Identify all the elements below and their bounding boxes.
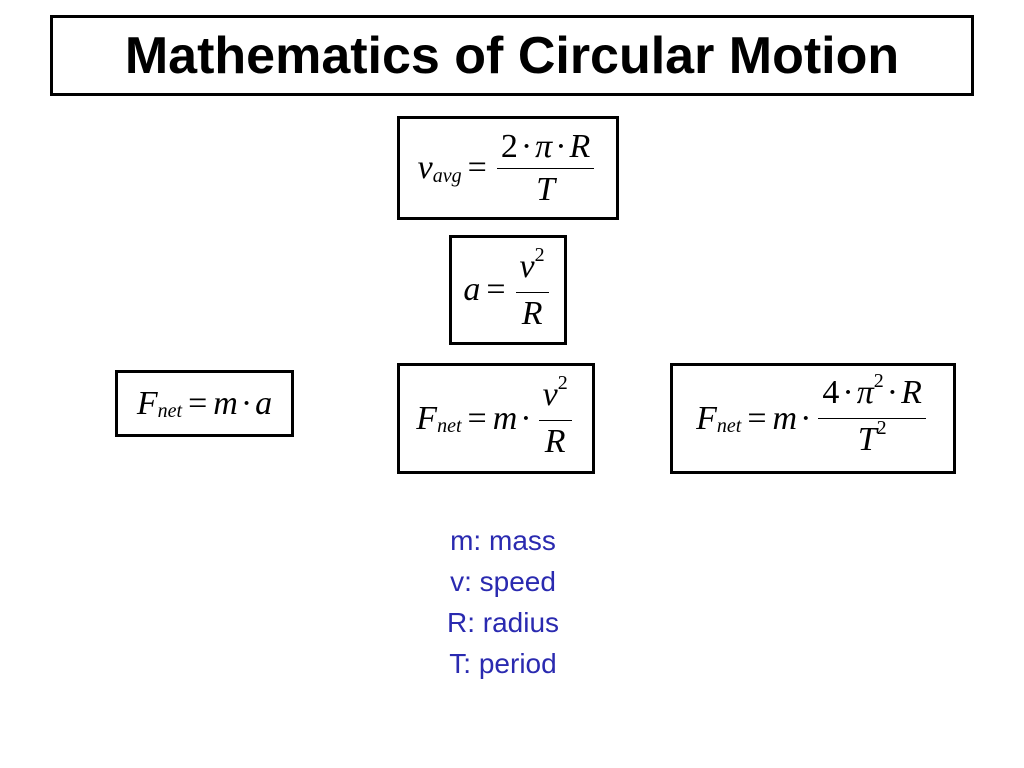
variable-legend: m: mass v: speed R: radius T: period <box>400 520 606 684</box>
slide-title-box: Mathematics of Circular Motion <box>50 15 974 96</box>
eq-centripetal-mass: m <box>492 399 518 437</box>
eq-vavg-fraction: 2·π·R T <box>496 126 595 211</box>
eq-period-fraction-bar <box>818 418 926 419</box>
eq-period-lhs: F <box>696 399 717 437</box>
eq-centripetal-lhs-sub: net <box>437 415 462 437</box>
eq-centripetal-fraction: v2 R <box>538 372 572 463</box>
eq-period-numerator: 4·π2·R <box>822 370 922 411</box>
eq-period-lhs-sub: net <box>716 415 742 437</box>
legend-item-radius: R: radius <box>446 607 560 638</box>
eq-accel-lhs: a <box>463 271 481 308</box>
eq-accel-fraction: v2 R <box>515 243 549 335</box>
eq-vavg-numerator: 2·π·R <box>500 127 591 165</box>
eq-newton-accel: a <box>255 384 273 422</box>
eq-centripetal-equals: = <box>467 399 487 437</box>
eq-accel-equals: = <box>486 271 506 308</box>
eq-period-fraction: 4·π2·R T2 <box>818 370 926 465</box>
eq-vavg-denominator: T <box>536 170 556 208</box>
eq-period-dot: · <box>800 399 812 437</box>
legend-item-mass: m: mass <box>450 525 556 556</box>
eq-vavg-equals: = <box>467 149 487 186</box>
eq-period-equals: = <box>747 399 767 437</box>
eq-newton-dot: · <box>240 384 253 422</box>
eq-centripetal-fraction-bar <box>538 420 572 421</box>
eq-period-denominator: T2 <box>857 417 887 458</box>
eq-accel-fraction-bar <box>515 291 549 293</box>
eq-newton-lhs: F <box>136 384 158 422</box>
eq-centripetal-denominator: R <box>544 423 566 460</box>
eq-centripetal-dot: · <box>520 399 532 437</box>
eq-newton-lhs-sub: net <box>157 400 183 422</box>
eq-centripetal-numerator: v2 <box>542 372 568 413</box>
eq-accel-denominator: R <box>521 294 543 332</box>
legend-item-period: T: period <box>449 648 557 679</box>
eq-accel-numerator: v2 <box>519 243 545 285</box>
eq-vavg-lhs-sub: avg <box>432 164 462 187</box>
eq-period-mass: m <box>772 399 798 437</box>
eq-centripetal-lhs: F <box>416 399 438 437</box>
eq-vavg-lhs: v <box>417 149 433 186</box>
slide-title: Mathematics of Circular Motion <box>124 26 900 85</box>
legend-item-speed: v: speed <box>450 566 556 597</box>
eq-newton-mass: m <box>213 384 238 422</box>
eq-newton-equals: = <box>188 384 208 422</box>
eq-vavg-fraction-bar <box>496 167 595 169</box>
equation-centripetal-acceleration: a = v2 R <box>449 235 567 345</box>
